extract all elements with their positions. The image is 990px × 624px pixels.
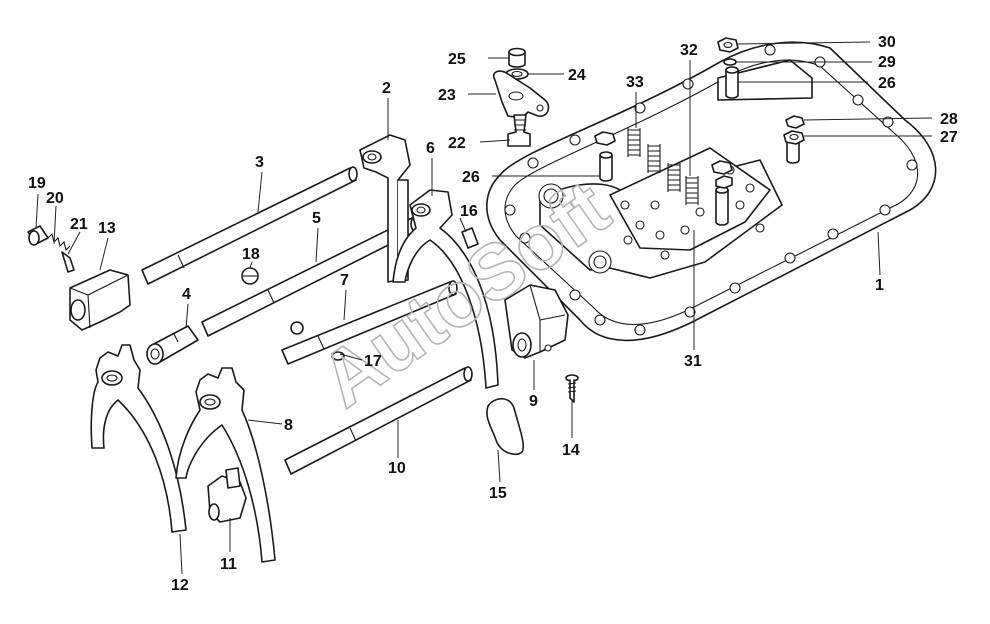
pin-21 <box>61 251 75 273</box>
pin-26b <box>725 66 739 99</box>
callout-22: 22 <box>448 135 466 152</box>
pin-16 <box>461 227 479 249</box>
callout-12: 12 <box>171 577 189 594</box>
bolt-25 <box>508 47 526 68</box>
lock-11 <box>207 467 247 523</box>
boot-15 <box>486 397 525 456</box>
callout-27: 27 <box>940 129 958 146</box>
callout-11: 11 <box>220 556 237 573</box>
spring-20 <box>47 232 71 252</box>
fork-6 <box>392 189 499 389</box>
cover-plate <box>486 41 937 342</box>
callout-29: 29 <box>878 54 896 71</box>
callout-7: 7 <box>340 272 349 289</box>
washer-29 <box>723 58 737 66</box>
callout-1: 1 <box>875 277 884 294</box>
callout-32: 32 <box>680 42 698 59</box>
nut-28 <box>785 115 805 129</box>
nut-cover-small <box>594 131 733 189</box>
rail-3 <box>141 166 358 285</box>
ball-18 <box>241 267 259 285</box>
callout-21: 21 <box>70 216 88 233</box>
nut-30 <box>717 37 739 53</box>
fork-12 <box>90 344 187 533</box>
callout-15: 15 <box>489 485 507 502</box>
callout-19: 19 <box>28 175 46 192</box>
pin-27 <box>786 142 800 164</box>
fork-8 <box>175 367 276 563</box>
callout-13: 13 <box>98 220 116 237</box>
rail-10 <box>284 366 473 475</box>
screw-14 <box>565 374 579 403</box>
callout-labels: 1 2 3 4 5 6 7 8 9 10 11 12 13 14 15 16 1… <box>28 34 958 594</box>
callout-26b: 26 <box>878 75 896 92</box>
pin-31 <box>715 186 729 226</box>
callout-30: 30 <box>878 34 896 51</box>
callout-10: 10 <box>388 460 406 477</box>
callout-33: 33 <box>626 74 644 91</box>
plunger-pin <box>290 321 304 335</box>
lever-23 <box>492 70 550 119</box>
callout-2: 2 <box>382 80 391 97</box>
callout-16: 16 <box>460 203 478 220</box>
callout-6: 6 <box>426 140 435 157</box>
nut-27 <box>783 130 805 145</box>
callout-8: 8 <box>284 417 293 434</box>
callout-4: 4 <box>182 286 191 303</box>
callout-3: 3 <box>255 154 264 171</box>
spring-32 <box>667 163 699 205</box>
callout-14: 14 <box>562 442 580 459</box>
block-9 <box>504 284 569 359</box>
callout-18: 18 <box>242 246 260 263</box>
callout-17: 17 <box>364 353 382 370</box>
plug-19 <box>27 225 49 246</box>
callout-31: 31 <box>684 353 702 370</box>
callout-5: 5 <box>312 210 321 227</box>
callout-28: 28 <box>940 111 958 128</box>
block-13 <box>69 269 131 331</box>
callout-9: 9 <box>529 393 538 410</box>
callout-26a: 26 <box>462 169 480 186</box>
spring-33 <box>627 128 661 173</box>
shaft-22 <box>507 114 531 147</box>
callout-25: 25 <box>448 51 466 68</box>
callout-23: 23 <box>438 87 456 104</box>
callout-24: 24 <box>568 67 586 84</box>
rail-7 <box>281 280 458 365</box>
callout-20: 20 <box>46 190 64 207</box>
leader-lines <box>35 41 933 575</box>
pin-26a <box>599 151 613 182</box>
sleeve-4 <box>146 325 199 365</box>
